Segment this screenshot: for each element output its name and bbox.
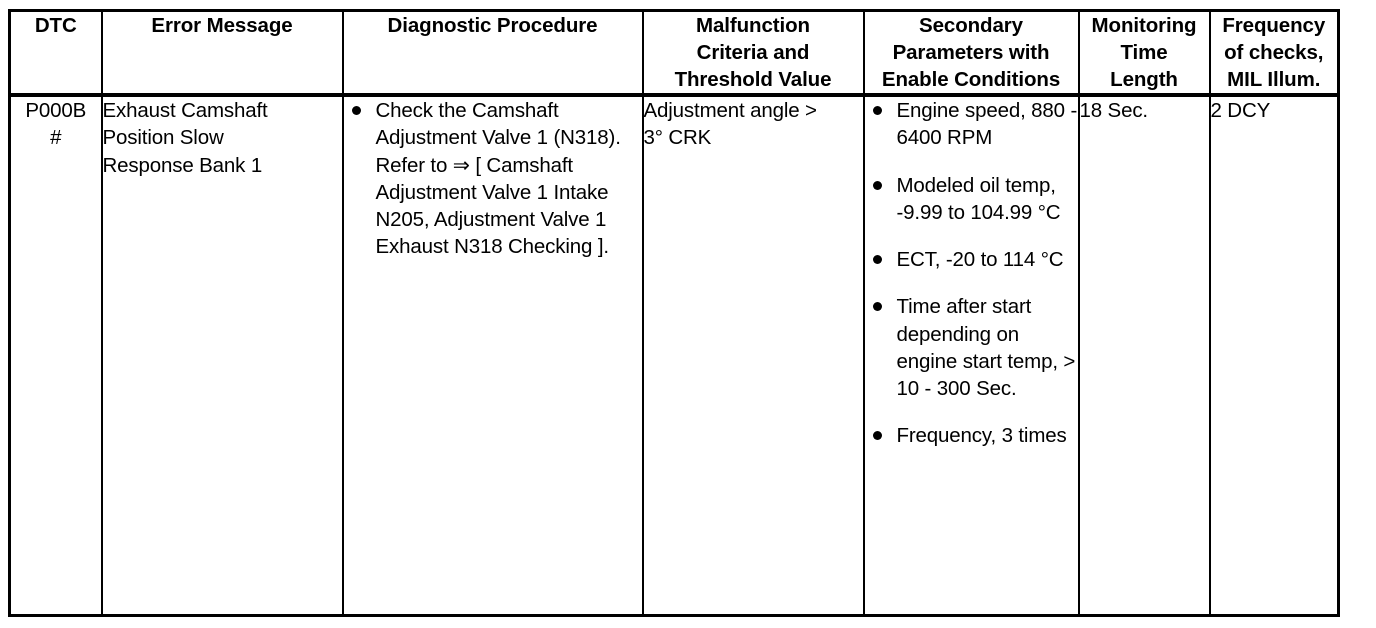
cell-frequency: 2 DCY [1208, 95, 1340, 616]
secondary-parameter-text: Frequency, 3 times [896, 424, 1067, 448]
bullet-icon [872, 180, 882, 190]
bullet-icon [872, 431, 882, 441]
dtc-table-container: DTC Error Message Diagnostic Procedure M… [8, 9, 1340, 617]
column-header-secondary-parameters-line2: Parameters with [892, 41, 1050, 65]
dtc-code: P000B [25, 99, 87, 123]
list-item: Frequency, 3 times [865, 422, 1078, 449]
column-header-diagnostic-procedure: Diagnostic Procedure [341, 10, 644, 98]
column-header-secondary-parameters-line3: Enable Conditions [881, 68, 1061, 92]
error-message-line3: Response Bank 1 [102, 153, 263, 177]
table-header: DTC Error Message Diagnostic Procedure M… [8, 10, 1340, 98]
column-header-monitoring-time-line3: Length [1110, 68, 1178, 92]
diagnostic-procedure-list: Check the Camshaft Adjustment Valve 1 (N… [344, 97, 642, 261]
column-header-error-message: Error Message [100, 10, 344, 98]
header-row: DTC Error Message Diagnostic Procedure M… [8, 10, 1340, 98]
column-header-error-message-label: Error Message [151, 14, 293, 37]
error-message-line2: Position Slow [102, 126, 224, 150]
cell-secondary-parameters: Engine speed, 880 - 6400 RPM Modeled oil… [862, 95, 1080, 616]
monitoring-time-value: 18 Sec. [1079, 99, 1149, 123]
bullet-icon [351, 106, 361, 116]
bullet-icon [872, 302, 882, 312]
table-body: P000B # Exhaust Camshaft Position Slow R… [8, 95, 1340, 616]
cell-monitoring-time: 18 Sec. [1077, 95, 1211, 616]
cell-dtc: P000B # [8, 95, 103, 616]
column-header-malfunction-criteria-line1: Malfunction [696, 14, 810, 37]
cell-malfunction-criteria: Adjustment angle > 3° CRK [641, 95, 865, 616]
list-item: Check the Camshaft Adjustment Valve 1 (N… [344, 97, 642, 261]
dtc-diagnostics-table: DTC Error Message Diagnostic Procedure M… [8, 9, 1340, 617]
error-message-line1: Exhaust Camshaft [102, 99, 268, 123]
secondary-parameter-text: Engine speed, 880 - 6400 RPM [896, 99, 1078, 150]
column-header-monitoring-time-line1: Monitoring [1091, 14, 1197, 37]
column-header-malfunction-criteria-line3: Threshold Value [674, 68, 832, 92]
list-item: Modeled oil temp, -9.99 to 104.99 °C [865, 172, 1078, 227]
column-header-dtc: DTC [8, 10, 103, 98]
diagnostic-procedure-text: Check the Camshaft Adjustment Valve 1 (N… [375, 99, 621, 259]
cell-error-message: Exhaust Camshaft Position Slow Response … [100, 95, 344, 616]
column-header-frequency: Frequency of checks, MIL Illum. [1208, 10, 1340, 98]
table-row: P000B # Exhaust Camshaft Position Slow R… [8, 95, 1340, 616]
malfunction-criteria-line1: Adjustment angle > [643, 99, 818, 123]
column-header-secondary-parameters-line1: Secondary [919, 14, 1023, 37]
list-item: Engine speed, 880 - 6400 RPM [865, 97, 1078, 152]
secondary-parameters-list: Engine speed, 880 - 6400 RPM Modeled oil… [865, 97, 1078, 450]
column-header-frequency-line1: Frequency [1222, 14, 1326, 37]
list-item: ECT, -20 to 114 °C [865, 246, 1078, 273]
malfunction-criteria-line2: 3° CRK [643, 126, 712, 150]
column-header-diagnostic-procedure-label: Diagnostic Procedure [387, 14, 598, 37]
column-header-monitoring-time: Monitoring Time Length [1077, 10, 1211, 98]
cell-diagnostic-procedure: Check the Camshaft Adjustment Valve 1 (N… [341, 95, 644, 616]
column-header-dtc-label: DTC [34, 14, 77, 37]
column-header-secondary-parameters: Secondary Parameters with Enable Conditi… [862, 10, 1080, 98]
secondary-parameter-text: Time after start depending on engine sta… [896, 295, 1076, 401]
bullet-icon [872, 255, 882, 265]
column-header-malfunction-criteria-line2: Criteria and [696, 41, 810, 65]
dtc-marker: # [50, 126, 62, 150]
column-header-malfunction-criteria: Malfunction Criteria and Threshold Value [641, 10, 865, 98]
column-header-frequency-line3: MIL Illum. [1227, 68, 1321, 92]
column-header-monitoring-time-line2: Time [1120, 41, 1168, 65]
frequency-value: 2 DCY [1210, 99, 1271, 123]
secondary-parameter-text: ECT, -20 to 114 °C [896, 248, 1064, 272]
secondary-parameter-text: Modeled oil temp, -9.99 to 104.99 °C [896, 173, 1061, 224]
bullet-icon [872, 106, 882, 116]
list-item: Time after start depending on engine sta… [865, 293, 1078, 402]
column-header-frequency-line2: of checks, [1224, 41, 1324, 65]
